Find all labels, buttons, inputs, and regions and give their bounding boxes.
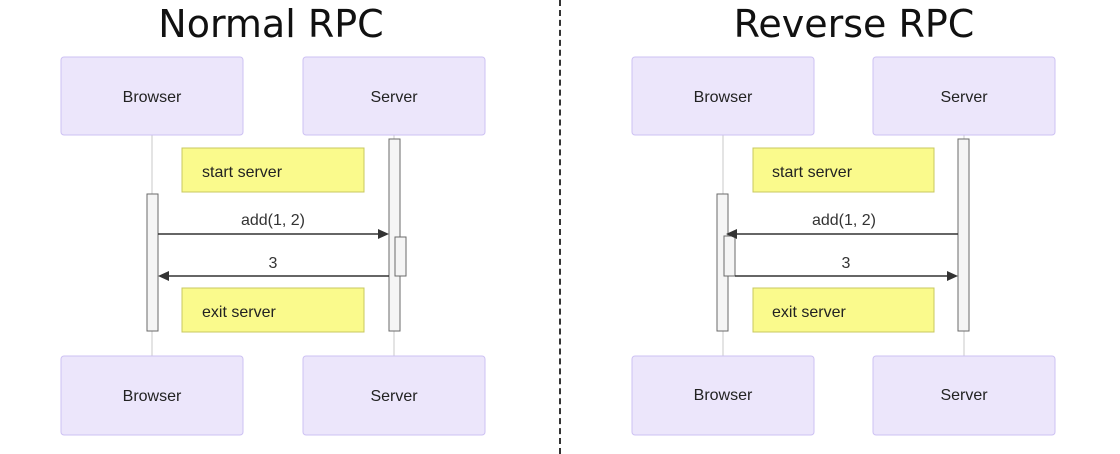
normal-rpc-sequence-diagram: Browser Server start server exit server …	[60, 56, 486, 436]
message-add-label: add(1, 2)	[812, 212, 876, 229]
actor-browser-top: Browser	[60, 56, 244, 136]
actor-browser-top-label: Browser	[694, 89, 753, 106]
note-exit-server: exit server	[752, 287, 935, 333]
actor-server-top-label: Server	[370, 89, 418, 106]
browser-nested-activation	[723, 235, 736, 277]
actor-browser-bottom: Browser	[631, 355, 815, 436]
arrowhead-left-icon	[726, 229, 737, 239]
actor-server-bottom: Server	[872, 355, 1056, 436]
actor-browser-bottom: Browser	[60, 355, 244, 436]
reverse-rpc-title: Reverse RPC	[733, 2, 975, 46]
browser-activation	[146, 193, 159, 332]
normal-rpc-title: Normal RPC	[158, 2, 384, 46]
note-start-server-text: start server	[772, 164, 853, 181]
panel-divider	[559, 0, 561, 454]
message-result-label: 3	[842, 255, 851, 272]
server-activation	[388, 138, 401, 332]
note-exit-server-text: exit server	[772, 304, 846, 321]
reverse-rpc-panel: Reverse RPC Browser Server start server …	[560, 0, 1120, 454]
message-add: add(1, 2)	[726, 212, 958, 239]
note-start-server-text: start server	[202, 164, 283, 181]
note-start-server: start server	[181, 147, 365, 193]
reverse-rpc-sequence-diagram: Browser Server start server exit server …	[631, 56, 1056, 436]
note-exit-server-text: exit server	[202, 304, 276, 321]
message-add: add(1, 2)	[158, 212, 389, 239]
server-nested-activation	[394, 236, 407, 277]
message-result: 3	[735, 255, 958, 281]
actor-browser-top: Browser	[631, 56, 815, 136]
note-start-server: start server	[752, 147, 935, 193]
arrowhead-left-icon	[158, 271, 169, 281]
actor-server-bottom: Server	[302, 355, 486, 436]
message-result-label: 3	[269, 255, 278, 272]
actor-browser-top-label: Browser	[123, 89, 182, 106]
actor-server-top-label: Server	[940, 89, 988, 106]
actor-server-top: Server	[872, 56, 1056, 136]
note-exit-server: exit server	[181, 287, 365, 333]
server-activation	[957, 138, 970, 332]
actor-server-bottom-label: Server	[370, 388, 418, 405]
message-add-label: add(1, 2)	[241, 212, 305, 229]
message-result: 3	[158, 255, 389, 281]
actor-server-top: Server	[302, 56, 486, 136]
actor-browser-bottom-label: Browser	[694, 387, 753, 404]
arrowhead-right-icon	[378, 229, 389, 239]
arrowhead-right-icon	[947, 271, 958, 281]
normal-rpc-panel: Normal RPC Browser Server start server e…	[60, 2, 486, 436]
actor-browser-bottom-label: Browser	[123, 388, 182, 405]
actor-server-bottom-label: Server	[940, 387, 988, 404]
